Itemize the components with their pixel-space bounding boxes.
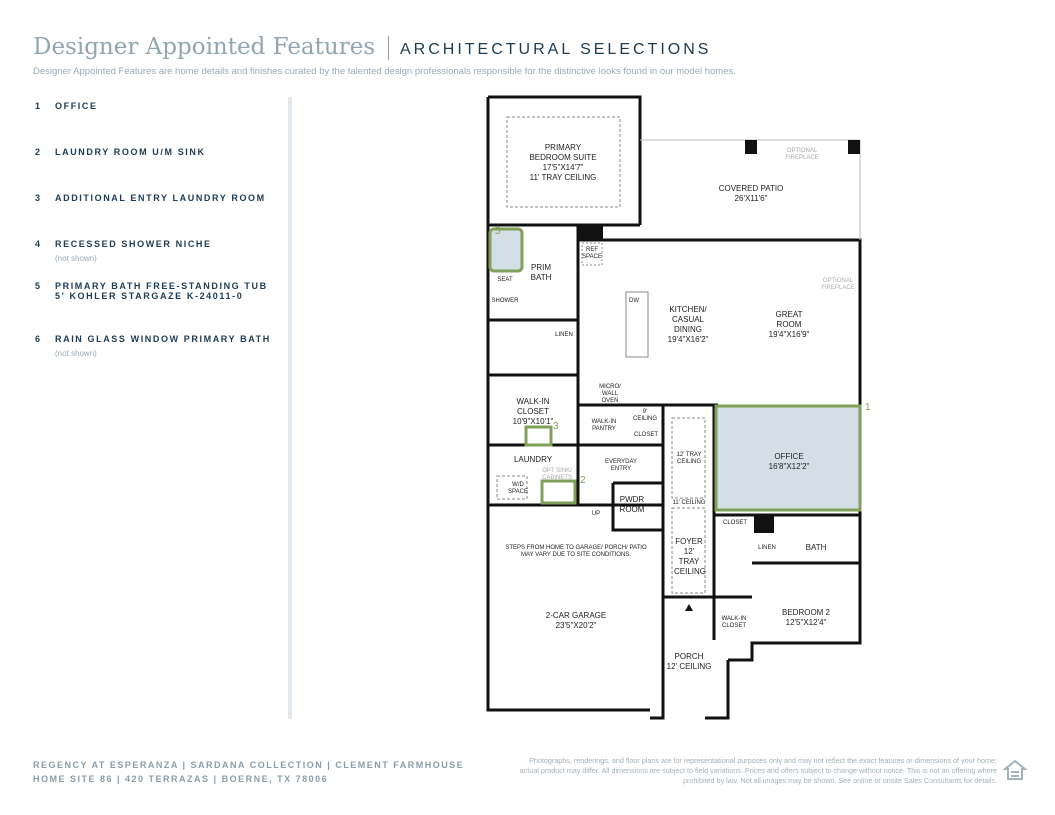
column: [578, 225, 603, 240]
room-label: DW: [629, 298, 639, 304]
wall: [488, 95, 642, 225]
room-label: REF SPACE: [582, 247, 602, 260]
room-label: UP: [591, 511, 601, 517]
wall: [728, 515, 862, 662]
tray-ceiling: [506, 116, 621, 208]
marker-3: 3: [553, 421, 559, 432]
page-subtitle: ARCHITECTURAL SELECTIONS: [400, 41, 712, 58]
room-label: BATH: [805, 543, 827, 552]
tray-ceiling: [671, 417, 706, 499]
room-label: PWDR ROOM: [619, 495, 645, 514]
room-label: CLOSET: [633, 432, 659, 438]
column: [754, 515, 774, 533]
column: [848, 140, 860, 154]
room-label: EVERYDAY ENTRY: [604, 459, 638, 472]
room-label: OPTIONAL FIREPLACE: [785, 148, 819, 161]
marker-1: 1: [865, 402, 871, 413]
room-label: SHOWER: [491, 298, 519, 304]
sidebar-divider: [288, 97, 292, 719]
room-label: 9' CEILING: [632, 409, 657, 422]
tray-ceiling: [671, 507, 706, 594]
title-divider: [388, 36, 389, 60]
laundry-entry-highlight: [524, 425, 553, 447]
page-description: Designer Appointed Features are home det…: [33, 66, 736, 77]
room-label: STEPS FROM HOME TO GARAGE/ PORCH/ PATIO …: [505, 545, 647, 558]
room-label: OPT SINK/ CABINETS: [541, 468, 572, 481]
kitchen-island: [625, 291, 649, 358]
marker-5: 5: [495, 226, 501, 237]
footer-disclaimer: Photographs, renderings, and floor plans…: [519, 756, 997, 785]
room-label: SEAT: [497, 277, 513, 283]
wall: [486, 97, 650, 712]
footer-address: HOME SITE 86 | 420 TERRAZAS | BOERNE, TX…: [33, 774, 329, 784]
room-label: WALK-IN CLOSET: [721, 616, 747, 629]
room-label: 11' CEILING: [672, 500, 706, 506]
entry-arrow-icon: [685, 604, 693, 611]
room-label: WALK-IN PANTRY: [591, 419, 617, 432]
wall: [611, 481, 665, 532]
equal-housing-icon: [1003, 759, 1027, 780]
marker-2: 2: [580, 475, 586, 486]
wall: [705, 660, 730, 720]
footer-community: REGENCY AT ESPERANZA | SARDANA COLLECTIO…: [33, 760, 465, 770]
room-label: CLOSET: [722, 520, 748, 526]
sink-highlight: [540, 479, 577, 505]
wall: [650, 597, 665, 720]
office-highlight: [714, 404, 862, 512]
room-label: PRIM BATH: [530, 263, 552, 282]
page-title: Designer Appointed Features: [33, 34, 376, 60]
room-label: OPTIONAL FIREPLACE: [821, 278, 855, 291]
room-label: MICRO/ WALL OVEN: [599, 384, 621, 404]
room-label: LAUNDRY: [513, 455, 553, 464]
tub-highlight: [488, 227, 524, 273]
room-label: LINEN: [758, 545, 776, 551]
room-label: LINEN: [555, 332, 573, 338]
ref-space: [581, 242, 603, 266]
room-label: W/D SPACE: [508, 482, 528, 495]
wd-space: [496, 475, 528, 500]
room-label: 12' TRAY CEILING: [676, 452, 702, 465]
column: [745, 140, 757, 154]
